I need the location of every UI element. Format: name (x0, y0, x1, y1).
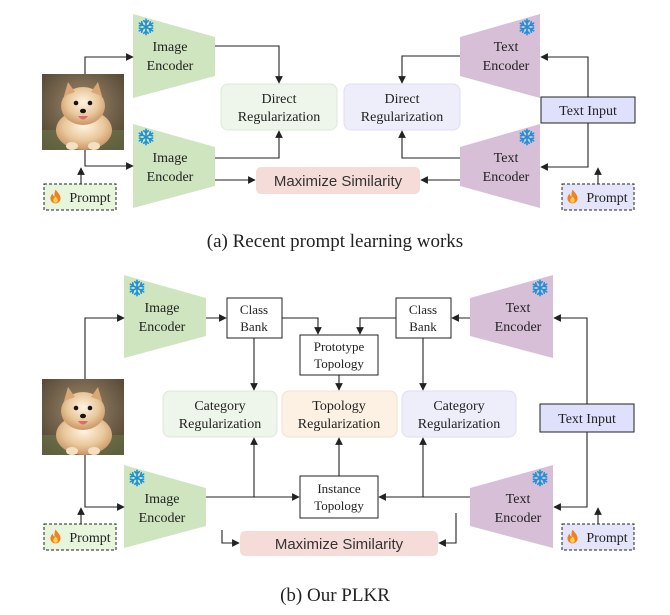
instance-topology-line1: Instance (317, 481, 361, 496)
prototype-topology: Prototype Topology (299, 334, 379, 376)
image-encoder-bottom-a-line2: Encoder (147, 170, 194, 185)
panel-b: Image Encoder Image Encoder Text Encoder… (42, 275, 635, 606)
prototype-topology-line2: Topology (314, 356, 364, 371)
prototype-topology-line1: Prototype (314, 339, 365, 354)
text-encoder-bottom-a: Text Encoder (460, 124, 540, 208)
maximize-similarity-b: Maximize Similarity (240, 531, 438, 556)
dog-photo (42, 74, 124, 150)
panel-a: Image Encoder Image Encoder Text Encoder… (42, 14, 636, 252)
image-encoder-bottom-b-line2: Encoder (139, 511, 186, 526)
image-encoder-bottom-b: Image Encoder (124, 465, 206, 548)
direct-regularization-left-line1: Direct (262, 92, 297, 107)
prompt-right-a-label: Prompt (586, 191, 627, 206)
text-input-a-label: Text Input (559, 104, 617, 119)
text-encoder-top-a-line2: Encoder (483, 59, 530, 74)
image-encoder-bottom-a: Image Encoder (133, 124, 215, 208)
instance-topology: Instance Topology (299, 475, 379, 519)
category-regularization-right-line1: Category (433, 399, 484, 414)
image-encoder-top-b: Image Encoder (124, 275, 206, 358)
image-encoder-top-b-line1: Image (145, 301, 180, 316)
topology-regularization-line2: Regularization (298, 417, 380, 432)
text-encoder-top-a: Text Encoder (460, 14, 540, 98)
topology-regularization-line1: Topology (312, 399, 365, 414)
text-encoder-bottom-a-line1: Text (494, 151, 519, 166)
maximize-similarity-a-label: Maximize Similarity (274, 173, 403, 190)
image-encoder-top-a-line2: Encoder (147, 59, 194, 74)
text-encoder-top-a-line1: Text (494, 40, 519, 55)
image-encoder-bottom-b-line1: Image (145, 492, 180, 507)
text-encoder-top-b-line2: Encoder (495, 320, 542, 335)
class-bank-left-line2: Bank (240, 319, 268, 334)
prompt-right-b: Prompt (561, 523, 635, 551)
caption-a: (a) Recent prompt learning works (207, 231, 463, 252)
class-bank-right-line2: Bank (409, 319, 437, 334)
category-regularization-left-line1: Category (194, 399, 245, 414)
text-encoder-top-b-line1: Text (506, 301, 531, 316)
caption-b: (b) Our PLKR (280, 585, 390, 606)
direct-regularization-left-line2: Regularization (238, 110, 320, 125)
class-bank-right-line1: Class (409, 302, 437, 317)
direct-regularization-right: Direct Regularization (343, 83, 461, 131)
maximize-similarity-b-label: Maximize Similarity (275, 536, 404, 553)
prompt-left-a-label: Prompt (69, 191, 110, 206)
text-encoder-bottom-b-line2: Encoder (495, 511, 542, 526)
image-encoder-top-a-line1: Image (153, 40, 188, 55)
class-bank-right: Class Bank (395, 297, 452, 339)
direct-regularization-right-line2: Regularization (361, 110, 443, 125)
maximize-similarity-a: Maximize Similarity (256, 167, 420, 194)
prompt-left-a: Prompt (43, 183, 117, 211)
category-regularization-right: Category Regularization (401, 390, 517, 438)
image-encoder-bottom-a-line1: Image (153, 151, 188, 166)
prompt-right-a: Prompt (561, 183, 635, 211)
prompt-left-b-label: Prompt (69, 531, 110, 546)
prompt-left-b: Prompt (43, 523, 117, 551)
category-regularization-right-line2: Regularization (418, 417, 500, 432)
direct-regularization-left: Direct Regularization (220, 83, 338, 131)
category-regularization-left-line2: Regularization (179, 417, 261, 432)
arrows-b (77, 314, 602, 547)
class-bank-left-line1: Class (240, 302, 268, 317)
topology-regularization: Topology Regularization (281, 390, 398, 438)
category-regularization-left: Category Regularization (162, 390, 278, 438)
text-input-b: Text Input (539, 403, 635, 433)
text-encoder-top-b: Text Encoder (470, 275, 553, 358)
direct-regularization-right-line1: Direct (385, 92, 420, 107)
arrows-a (77, 45, 602, 184)
text-input-a: Text Input (540, 96, 636, 124)
image-encoder-top-b-line2: Encoder (139, 320, 186, 335)
prompt-right-b-label: Prompt (586, 531, 627, 546)
text-encoder-bottom-b-line1: Text (506, 492, 531, 507)
text-input-b-label: Text Input (558, 412, 616, 427)
text-encoder-bottom-b: Text Encoder (470, 465, 553, 548)
text-encoder-bottom-a-line2: Encoder (483, 170, 530, 185)
dog-photo (42, 379, 124, 455)
image-encoder-top-a: Image Encoder (133, 14, 215, 98)
instance-topology-line2: Topology (314, 498, 364, 513)
class-bank-left: Class Bank (226, 297, 283, 339)
